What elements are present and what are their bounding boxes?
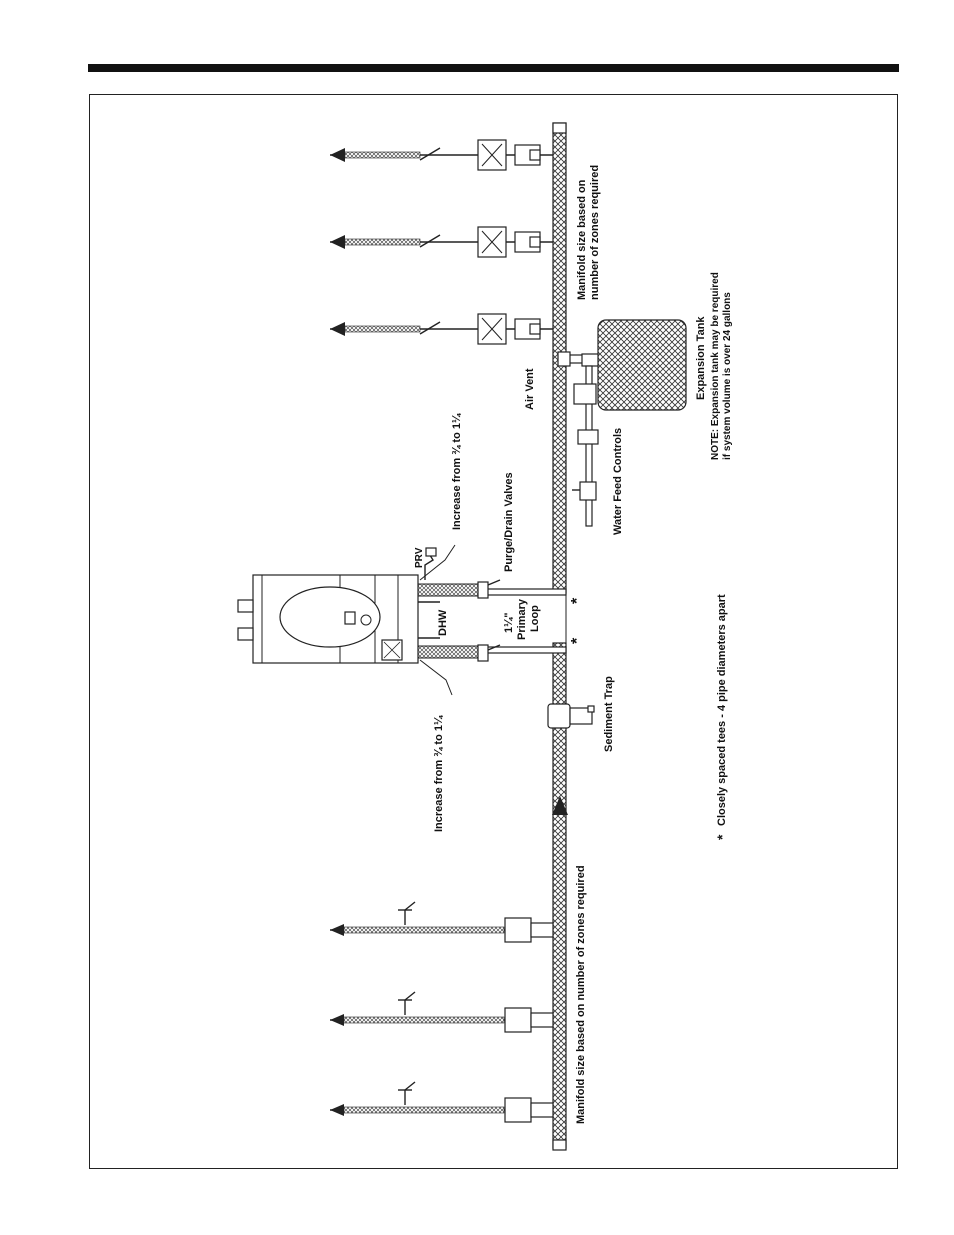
top-zone-3 bbox=[330, 313, 553, 345]
leader-increase-bottom bbox=[419, 659, 453, 696]
top-zone-1 bbox=[330, 139, 553, 171]
return-manifold bbox=[552, 642, 567, 1151]
label-air-vent: Air Vent bbox=[524, 368, 536, 410]
label-closely-spaced-tees: Closely spaced tees - 4 pipe diameters a… bbox=[716, 594, 728, 826]
increase-pipe-bottom bbox=[417, 645, 481, 659]
air-vent bbox=[557, 351, 597, 367]
label-manifold-top-2: number of zones required bbox=[589, 165, 601, 300]
bottom-zone-3 bbox=[330, 1081, 554, 1123]
asterisk-top: * bbox=[569, 597, 586, 604]
label-increase-bottom: Increase from ¾ to 1¼ bbox=[433, 715, 445, 832]
label-expansion-tank: Expansion Tank bbox=[695, 316, 707, 400]
label-note-2: if system volume is over 24 gallons bbox=[722, 292, 733, 460]
bottom-zone-2 bbox=[330, 991, 554, 1033]
label-primary-loop-3: Loop bbox=[529, 605, 541, 632]
flow-arrow-icon bbox=[552, 796, 568, 815]
sediment-trap bbox=[547, 703, 595, 729]
top-zone-2 bbox=[330, 226, 553, 258]
purge-valve-top bbox=[477, 579, 501, 599]
leader-increase-top bbox=[419, 544, 456, 581]
header-rule bbox=[88, 64, 899, 72]
increase-pipe-top bbox=[417, 583, 481, 597]
bottom-zone-1 bbox=[330, 901, 554, 943]
purge-valve-bottom bbox=[477, 644, 501, 662]
label-prv: PRV bbox=[414, 547, 425, 568]
label-sediment-trap: Sediment Trap bbox=[603, 676, 615, 752]
label-purge-drain: Purge/Drain Valves bbox=[503, 472, 515, 572]
boiler bbox=[237, 574, 440, 664]
asterisk-note-marker: * bbox=[714, 834, 730, 840]
label-manifold-bottom: Manifold size based on number of zones r… bbox=[575, 865, 587, 1124]
label-manifold-top-1: Manifold size based on bbox=[576, 179, 588, 300]
water-feed-controls bbox=[572, 365, 599, 527]
prv-valve bbox=[424, 547, 437, 580]
label-primary-loop-1: 1¼" bbox=[503, 612, 515, 633]
asterisk-bottom: * bbox=[569, 637, 586, 644]
label-dhw: DHW bbox=[437, 609, 449, 636]
label-note-1: NOTE: Expansion tank may be required bbox=[710, 272, 721, 460]
diagram-frame bbox=[89, 94, 898, 1169]
label-water-feed-controls: Water Feed Controls bbox=[612, 428, 624, 535]
label-primary-loop-2: Primary bbox=[516, 598, 528, 640]
label-increase-top: Increase from ¾ to 1¼ bbox=[451, 413, 463, 530]
expansion-tank bbox=[581, 319, 687, 411]
